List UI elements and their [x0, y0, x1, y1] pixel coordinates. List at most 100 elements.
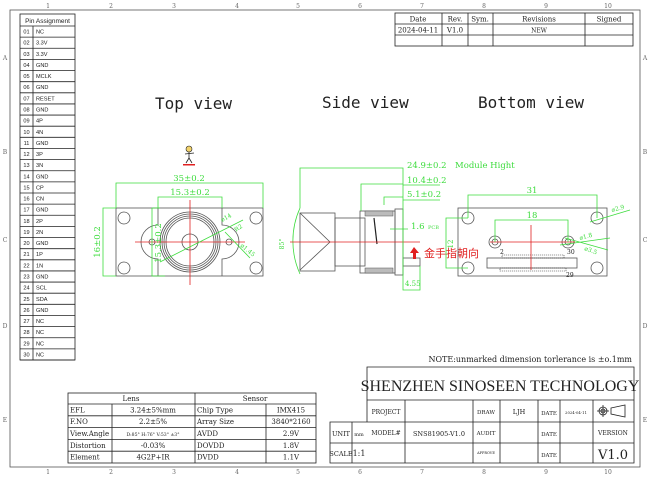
sensor-spec-value: 3840*2160: [271, 418, 310, 426]
pin-number: 27: [23, 319, 29, 325]
dim-lens-dia: ⌀14: [220, 212, 233, 224]
pin-number: 30: [23, 352, 29, 358]
draw-value: LJH: [513, 408, 526, 416]
approve-label: APPROVE: [476, 451, 495, 455]
ruler-col: 4: [235, 3, 239, 10]
pin-name: GND: [36, 275, 48, 281]
ruler-col: 2: [109, 469, 113, 476]
dim-radius: R2: [233, 223, 244, 234]
sensor-spec-key: Array Size: [196, 418, 234, 426]
pin-name: GND: [36, 308, 48, 314]
lens-spec-value: D:85° H:76° V:53° ±3°: [126, 432, 179, 438]
dim-inner-height: 15.3±0.2: [154, 223, 164, 263]
pin-name: GND: [36, 141, 48, 147]
pin-number: 11: [24, 141, 30, 147]
ruler-row: C: [3, 237, 8, 244]
sensor-spec-key: Chip Type: [197, 406, 233, 414]
pin-name: 3P: [36, 152, 43, 158]
scale-label: SCALE: [329, 450, 352, 458]
ruler-col: 5: [296, 3, 300, 10]
ruler-col: 6: [358, 469, 362, 476]
pin-number: 20: [23, 241, 29, 247]
unit-value: mm: [354, 432, 364, 438]
dim-bottom-width: 31: [527, 186, 538, 196]
rev-version: V1.0: [446, 27, 463, 35]
ruler-col: 3: [172, 3, 176, 10]
pin-number: 04: [23, 63, 29, 69]
column-ruler-top: 1 2 3 4 5 6 7 8 9 10: [46, 3, 612, 10]
pin-number: 28: [23, 330, 29, 336]
pin-number: 07: [23, 96, 29, 102]
pin-number: 10: [23, 130, 29, 136]
lens-spec-value: 2.2±5%: [139, 418, 167, 426]
pin-number: 13: [23, 163, 29, 169]
pin-name: 3N: [36, 163, 43, 169]
pin-number: 16: [23, 197, 29, 203]
pin-number: 19: [23, 230, 29, 236]
sensor-spec-value: 1.1V: [283, 454, 300, 462]
arrow-up-icon: [410, 247, 419, 259]
pin-name: 4N: [36, 130, 43, 136]
lens-spec-value: 4G2P+IR: [136, 454, 170, 462]
unit-label: UNIT: [332, 430, 351, 438]
lens-spec-key: EFL: [70, 406, 85, 414]
pin-name: NC: [36, 30, 44, 36]
dim-outer-hole: ⌀3.5: [583, 245, 598, 256]
pin-name: SCL: [36, 286, 47, 292]
ruler-col: 7: [420, 3, 424, 10]
bottom-view-drawing: 31 18 12 ⌀2.9 ⌀1.8 ⌀3.5 2 30 29: [445, 186, 631, 279]
ruler-row: D: [3, 323, 8, 330]
dim-height: 16±0.2: [93, 226, 103, 257]
pin-name: NC: [36, 319, 44, 325]
pin-number: 24: [23, 286, 29, 292]
dim-10-4: 10.4±0.2: [407, 176, 447, 186]
pin-name: CN: [36, 197, 44, 203]
dim-module-height: 24.9±0.2: [407, 161, 447, 171]
ruler-col: 10: [604, 3, 612, 10]
dim-5-1: 5.1±0.2: [407, 190, 441, 200]
ruler-col: 1: [46, 3, 50, 10]
sensor-spec-value: 1.8V: [283, 442, 300, 450]
pin-name: 1N: [36, 263, 43, 269]
top-view-drawing: 35±0.2 15.3±0.2 15.3±0.2 16±0.2 ⌀14 R2 ⌀…: [93, 174, 264, 285]
rev-header-signed: Signed: [597, 16, 622, 24]
pin-name: NC: [36, 341, 44, 347]
sensor-spec-key: AVDD: [196, 430, 218, 438]
dim-pcb-unit: PCB: [428, 225, 439, 231]
rev-header-date: Date: [410, 16, 427, 24]
date-label-3: DATE: [541, 453, 557, 459]
rev-header-sym: Sym.: [471, 16, 489, 24]
dim-hole-dia: ⌀1.45: [239, 242, 257, 258]
pin-name: CP: [36, 185, 44, 191]
pin-number: 15: [23, 185, 29, 191]
date-label-2: DATE: [541, 432, 557, 438]
ruler-col: 5: [296, 469, 300, 476]
date-label-1: DATE: [541, 411, 557, 417]
top-view-title: Top view: [155, 94, 232, 113]
sensor-header: Sensor: [243, 395, 268, 403]
row-ruler: A B C D E A B C D E: [2, 55, 648, 424]
pin-name: 1P: [36, 252, 43, 258]
pin-name: GND: [36, 85, 48, 91]
ruler-col: 10: [604, 469, 612, 476]
pin-name: 2N: [36, 230, 43, 236]
pin-table-header: Pin Assignment: [25, 18, 70, 25]
pin-name: 3.3V: [36, 41, 48, 47]
date-value: 2024-04-11: [565, 410, 587, 415]
pin-name: NC: [36, 352, 44, 358]
ruler-row: B: [643, 149, 648, 156]
pin-name: 2P: [36, 219, 43, 225]
ruler-row: E: [643, 417, 647, 424]
dim-width: 35±0.2: [173, 174, 204, 184]
lens-spec-key: View.Angle: [69, 430, 109, 438]
lens-spec-value: 3.24±5%mm: [130, 406, 176, 414]
ruler-col: 4: [235, 469, 239, 476]
pin-number: 22: [23, 263, 29, 269]
pin-number: 23: [23, 275, 29, 281]
mascot-logo-icon: [183, 145, 195, 166]
pin-name: SDA: [36, 297, 48, 303]
dim-bottom-height: 12: [447, 240, 455, 249]
title-block: NOTE:unmarked dimension torlerance is ±o…: [329, 355, 640, 464]
